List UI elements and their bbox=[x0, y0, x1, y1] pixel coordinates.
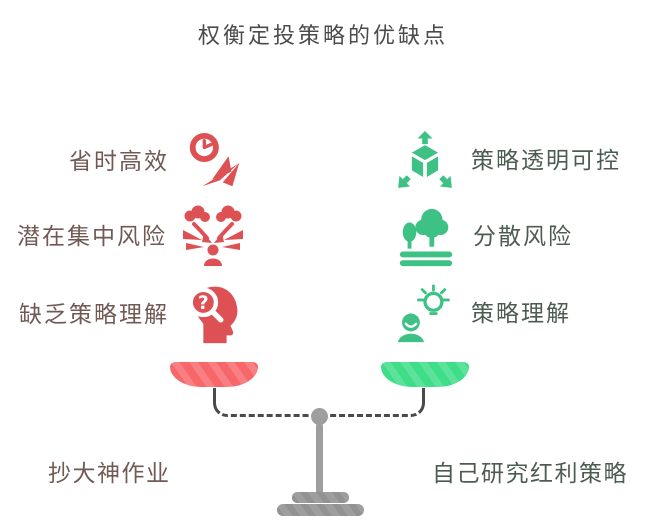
pro-label: 分散风险 bbox=[473, 223, 573, 250]
trees-icon bbox=[399, 208, 453, 267]
head-magnifier-question-icon: ? bbox=[188, 286, 238, 344]
scale-base-lower bbox=[277, 504, 364, 516]
right-option-label: 自己研究红利策略 bbox=[432, 461, 628, 487]
pro-label: 策略透明可控 bbox=[471, 147, 621, 174]
pan-stripe-texture bbox=[381, 362, 469, 387]
left-beam-arm bbox=[213, 388, 319, 417]
con-label: 省时高效 bbox=[69, 148, 169, 175]
scale-base-upper bbox=[292, 492, 349, 503]
con-row-time-efficiency: 省时高效 bbox=[0, 131, 245, 193]
con-label: 缺乏策略理解 bbox=[19, 301, 169, 328]
pro-row-strategy-understanding: 策略理解 bbox=[395, 283, 646, 345]
pro-row-transparent: 策略透明可控 bbox=[395, 130, 646, 192]
right-beam-arm bbox=[319, 388, 425, 417]
con-row-concentration-risk: 潜在集中风险 bbox=[0, 205, 245, 269]
scale-pivot bbox=[311, 408, 328, 425]
right-scale-pan bbox=[381, 362, 469, 387]
cube-spread-arrows-icon bbox=[398, 131, 452, 188]
clock-plane-icon bbox=[189, 132, 240, 187]
pro-row-diversified-risk: 分散风险 bbox=[395, 205, 646, 269]
pro-label: 策略理解 bbox=[471, 300, 571, 327]
converging-arrows-person-icon bbox=[183, 205, 245, 266]
person-lightbulb-icon bbox=[397, 284, 450, 343]
left-scale-pan bbox=[170, 362, 258, 387]
con-row-lack-understanding: 缺乏策略理解 ? bbox=[0, 283, 245, 347]
page-title: 权衡定投策略的优缺点 bbox=[197, 24, 448, 49]
svg-text:?: ? bbox=[198, 293, 209, 314]
con-label: 潜在集中风险 bbox=[17, 223, 167, 250]
scale-pole bbox=[316, 423, 323, 495]
pan-stripe-texture bbox=[170, 362, 258, 387]
left-option-label: 抄大神作业 bbox=[48, 461, 171, 487]
